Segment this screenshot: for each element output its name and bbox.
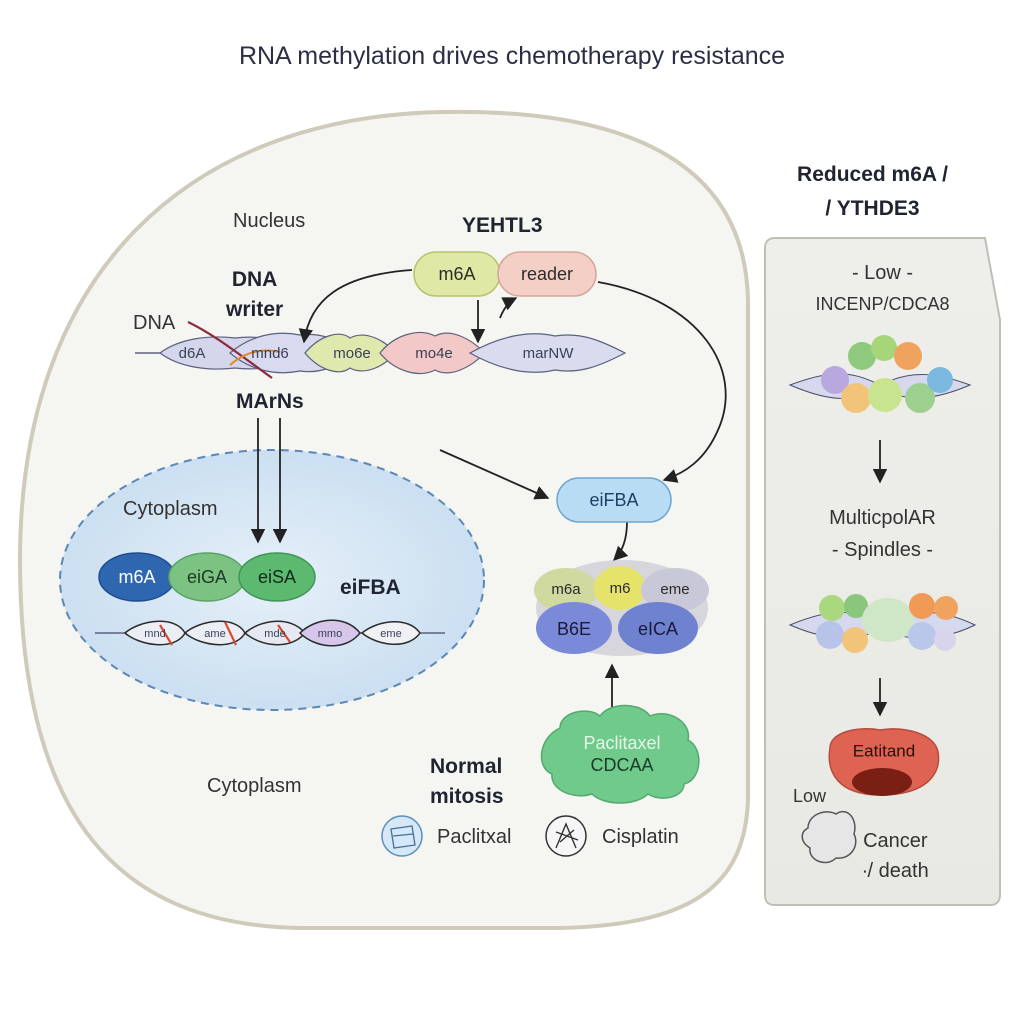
apoptotic-cell-label: Eatitand bbox=[853, 741, 915, 760]
eifba-pill-label: eiFBA bbox=[589, 490, 638, 510]
strand-segment: mo6e bbox=[333, 345, 371, 362]
multipolar-spindle-cluster bbox=[788, 593, 977, 653]
strand-segment: d6A bbox=[179, 345, 206, 362]
low-label: - Low - bbox=[851, 262, 914, 284]
cyto-strand-segment: ame bbox=[204, 628, 225, 640]
genes-label: INCENP/CDCA8 bbox=[815, 294, 950, 314]
pill-pack-icon bbox=[381, 815, 423, 857]
cell-nucleus-dark bbox=[852, 768, 912, 796]
protein-complex bbox=[534, 560, 709, 656]
cytoplasm-rna-strand bbox=[95, 619, 445, 647]
cancer-death-label: Cancer ∙/ death bbox=[862, 830, 929, 882]
marns-label: MArNs bbox=[236, 390, 304, 413]
dna-label: DNA bbox=[133, 312, 176, 334]
cyto-strand-segment: mmo bbox=[318, 628, 342, 640]
reader-pill bbox=[497, 251, 597, 297]
dna-writer-label: DNA writer bbox=[226, 268, 284, 321]
strand-segment: mo4e bbox=[415, 345, 453, 362]
complex-label: B6E bbox=[557, 619, 591, 639]
pathway-arrows bbox=[250, 269, 888, 717]
m6a-cyto-label: m6A bbox=[118, 567, 155, 587]
drug-cloud-line2: CDCAA bbox=[590, 755, 653, 775]
strand-segment: mnd6 bbox=[251, 345, 289, 362]
drug-cloud bbox=[540, 704, 700, 804]
side-panel-heading: Reduced m6A / / YTHDE3 bbox=[797, 163, 948, 220]
normal-mitosis-label: Normal mitosis bbox=[430, 755, 504, 808]
strand-segment: marNW bbox=[523, 345, 575, 362]
cytoplasm-inner-label: Cytoplasm bbox=[123, 498, 218, 520]
eisa-pill bbox=[238, 552, 316, 602]
complex-label: m6 bbox=[610, 580, 631, 597]
eifba-factor-label: eiFBA bbox=[340, 576, 401, 599]
complex-label: eme bbox=[660, 581, 689, 598]
eifba-pill bbox=[556, 477, 672, 523]
reader-pill-label: reader bbox=[521, 264, 573, 284]
cancer-cell-icon bbox=[801, 811, 857, 864]
eiga-label: eiGA bbox=[187, 567, 227, 587]
drug-cloud-line1: Paclitaxel bbox=[583, 733, 660, 753]
cyto-strand-segment: mde bbox=[264, 628, 285, 640]
nucleus-label: Nucleus bbox=[233, 210, 306, 232]
reader-protein-label: YEHTL3 bbox=[462, 214, 543, 237]
complex-label: m6a bbox=[551, 581, 581, 598]
m6a-pill-label: m6A bbox=[438, 264, 475, 284]
nucleus-rna-strand bbox=[135, 321, 627, 379]
complex-label: eICA bbox=[638, 619, 678, 639]
low-chromosome-cluster bbox=[788, 335, 972, 413]
cytoplasm-label: Cytoplasm bbox=[207, 775, 302, 797]
spindles-label: MulticpolAR - Spindles - bbox=[829, 507, 936, 561]
cyto-strand-segment: mnd bbox=[144, 628, 165, 640]
molecule-icon bbox=[545, 815, 587, 857]
drug-paclitaxel-label: Paclitxal bbox=[437, 826, 512, 848]
eisa-label: eiSA bbox=[258, 567, 296, 587]
cyto-strand-segment: eme bbox=[380, 628, 401, 640]
drug-cisplatin-label: Cisplatin bbox=[602, 826, 679, 848]
page-title: RNA methylation drives chemotherapy resi… bbox=[238, 42, 786, 70]
low-bottom-label: Low bbox=[793, 786, 827, 806]
side-panel bbox=[764, 237, 1001, 906]
